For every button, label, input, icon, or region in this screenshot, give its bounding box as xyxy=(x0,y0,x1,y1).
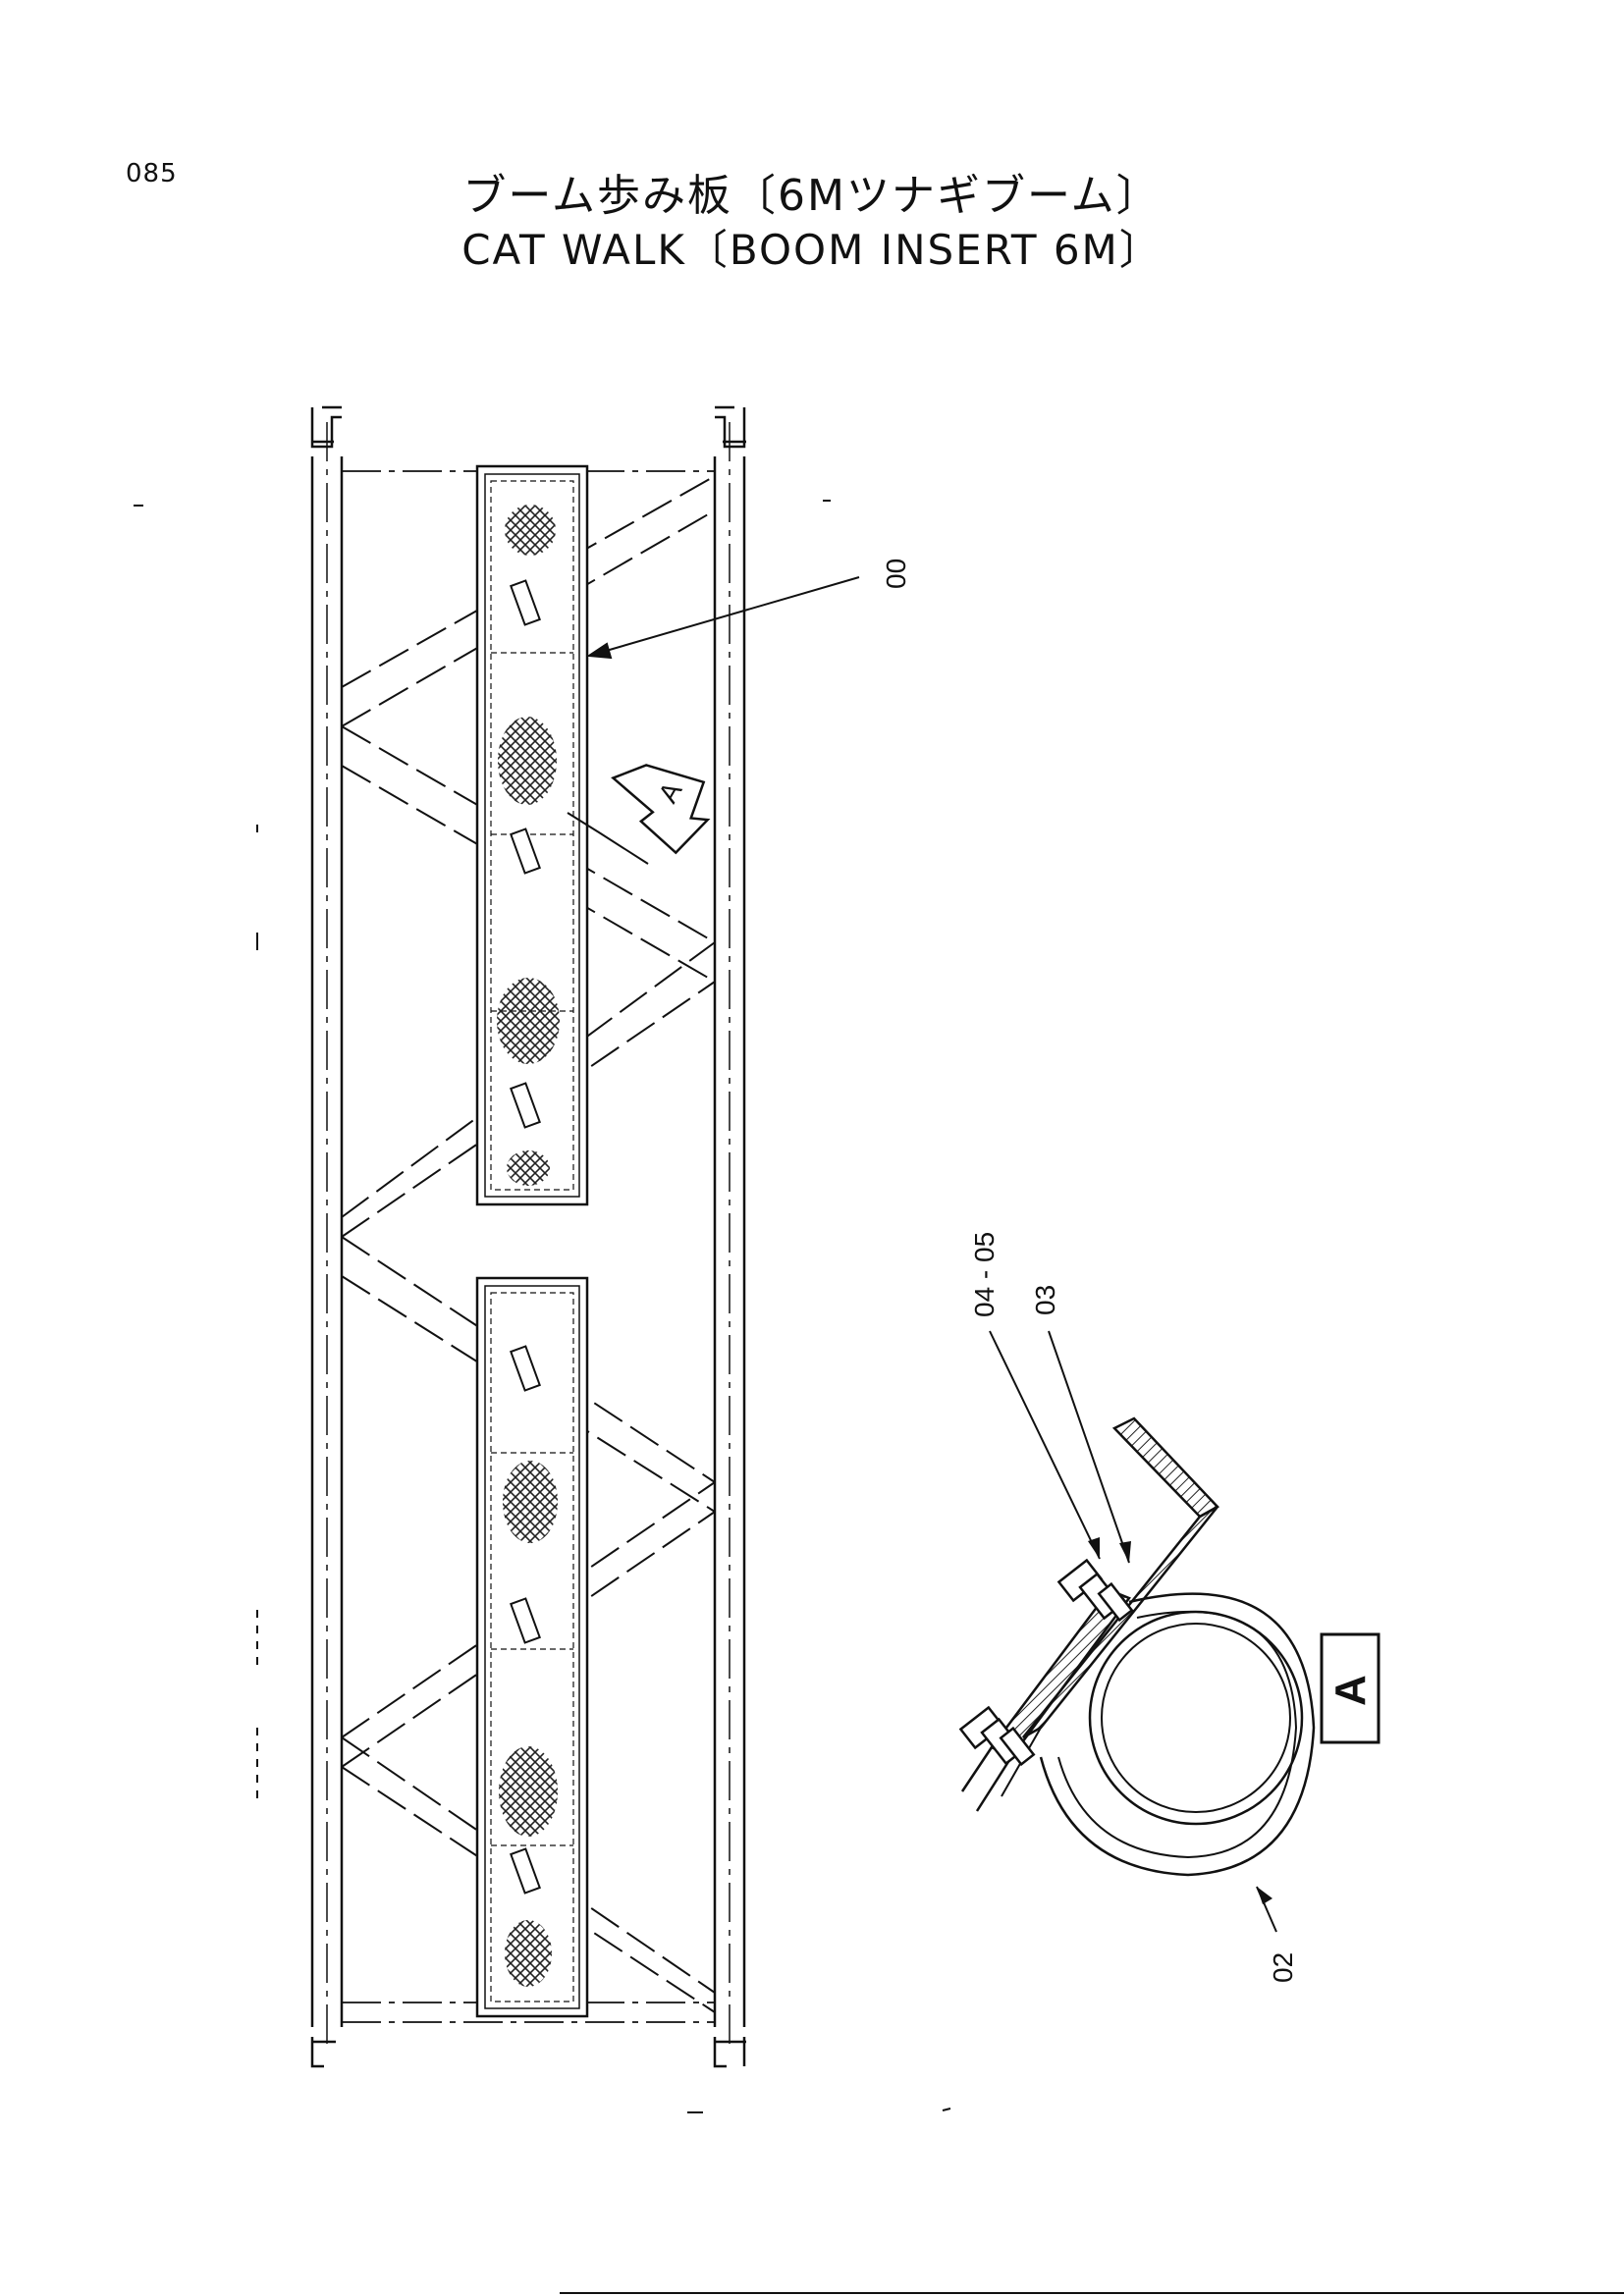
clamp xyxy=(510,828,541,875)
clamp xyxy=(510,1597,541,1644)
detail-label-box xyxy=(1320,1632,1380,1744)
mesh-patch xyxy=(505,1920,552,1987)
title-japanese: ブーム歩み板〔6Mツナギブーム〕 xyxy=(462,171,1162,221)
mesh-patch xyxy=(507,1150,550,1186)
catwalk-panel-lower xyxy=(475,1276,589,2018)
mesh-patch xyxy=(497,978,560,1064)
bolt-lower xyxy=(958,1705,1036,1767)
title-block: ブーム歩み板〔6Mツナギブーム〕 CAT WALK〔BOOM INSERT 6M… xyxy=(0,169,1624,277)
catwalk-panel-upper xyxy=(475,464,589,1206)
mesh-patch xyxy=(498,717,557,805)
clamp xyxy=(510,1345,541,1392)
detail-view-label: A xyxy=(1326,1675,1375,1706)
view-arrow-a xyxy=(567,764,711,865)
mesh-patch xyxy=(505,505,556,556)
boom-frame xyxy=(310,405,746,2068)
callout-u-bolt: 02 xyxy=(1268,1952,1298,1983)
clamp xyxy=(510,579,541,626)
title-english: CAT WALK〔BOOM INSERT 6M〕 xyxy=(461,226,1163,274)
scan-marks xyxy=(134,500,1624,2294)
mesh-patch xyxy=(499,1746,558,1837)
bolt-upper xyxy=(1056,1558,1134,1623)
detail-view-a xyxy=(958,1330,1316,1933)
page-number: 085 xyxy=(126,159,178,188)
callout-nut-bolt: 04 - 05 xyxy=(969,1232,1000,1317)
callout-catwalk-assembly: 00 xyxy=(881,559,911,589)
mesh-patch xyxy=(503,1461,558,1543)
callout-washer: 03 xyxy=(1030,1285,1060,1315)
callout-leader-00 xyxy=(586,576,860,660)
clamp xyxy=(510,1847,541,1895)
clamp xyxy=(510,1082,541,1129)
